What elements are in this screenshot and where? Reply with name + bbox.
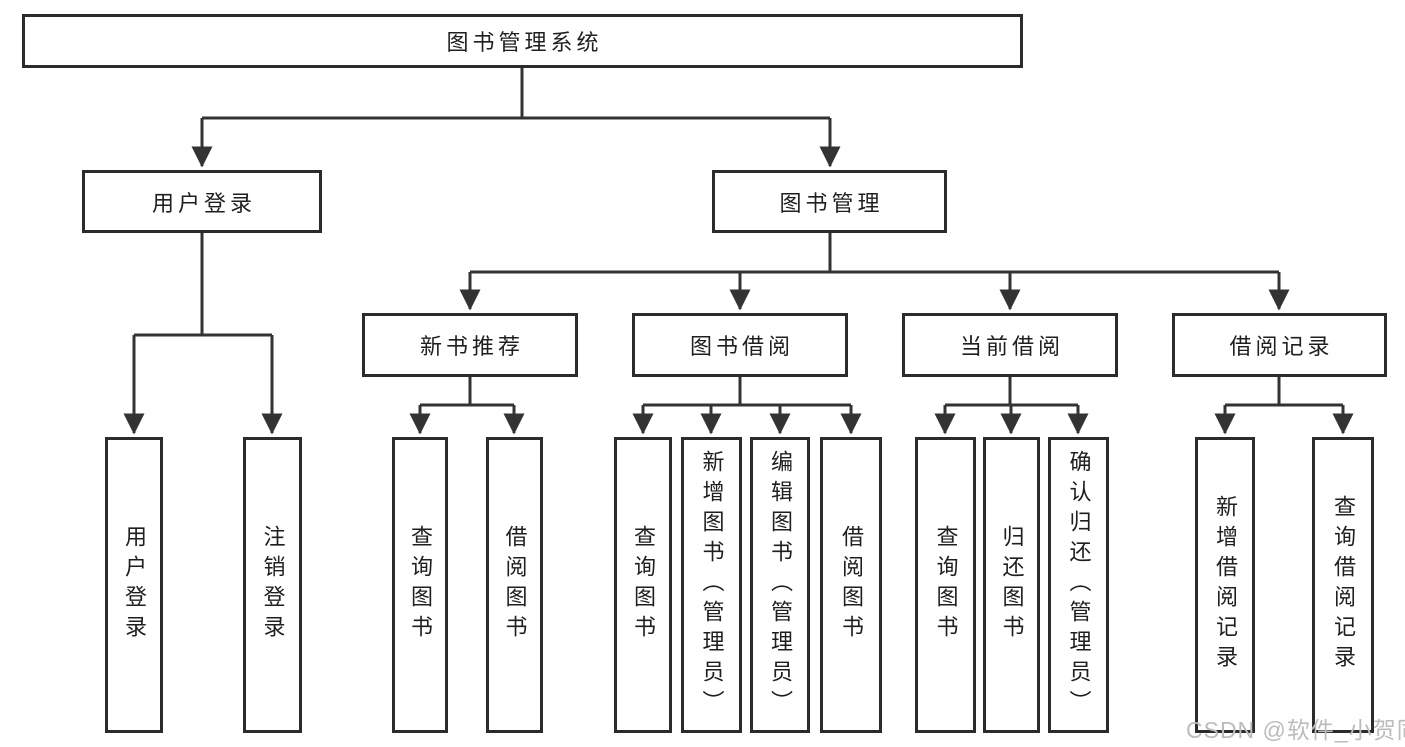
connector-book-management-trunk [470,233,1279,274]
leaf-br-query-record-label: 查询借阅记录 [1331,495,1356,675]
leaf-cb-return-books-label: 归还图书 [999,525,1025,645]
node-user-login: 用户登录 [82,170,322,233]
leaf-bb-query-books-label: 查询图书 [631,525,656,645]
leaf-user-login-label: 用户登录 [122,525,147,645]
leaf-br-add-record-label: 新增借阅记录 [1213,495,1238,675]
leaf-nb-borrow-books-label: 借阅图书 [502,525,528,645]
leaf-nb-borrow-books: 借阅图书 [486,437,543,733]
leaf-bb-edit-books-label: 编辑图书（管理员） [768,450,793,720]
node-current-borrow: 当前借阅 [902,313,1118,377]
connector-root-trunk [202,68,830,120]
connector-current-borrow-trunk [945,377,1078,407]
node-book-borrow: 图书借阅 [632,313,848,377]
leaf-br-add-record: 新增借阅记录 [1195,437,1255,733]
leaf-user-login: 用户登录 [105,437,163,733]
node-book-borrow-label: 图书借阅 [689,334,794,359]
node-user-login-label: 用户登录 [151,190,256,216]
connector-user-login-trunk [134,233,272,337]
connector-borrow-records-trunk [1225,377,1343,407]
leaf-cb-query-books: 查询图书 [915,437,976,733]
node-root: 图书管理系统 [22,14,1023,68]
node-book-management: 图书管理 [712,170,947,233]
node-new-book-recommend-label: 新书推荐 [419,334,524,359]
leaf-nb-query-books-label: 查询图书 [408,525,433,645]
node-borrow-records: 借阅记录 [1172,313,1387,377]
leaf-cb-confirm-return-label: 确认归还（管理员） [1066,450,1092,720]
node-current-borrow-label: 当前借阅 [959,334,1064,359]
leaf-bb-borrow-books-label: 借阅图书 [839,525,864,645]
leaf-cb-query-books-label: 查询图书 [933,525,959,645]
connector-new-book-trunk [420,377,514,407]
leaf-bb-add-books-label: 新增图书（管理员） [699,450,725,720]
leaf-bb-borrow-books: 借阅图书 [820,437,882,733]
leaf-bb-add-books: 新增图书（管理员） [681,437,742,733]
leaf-bb-edit-books: 编辑图书（管理员） [750,437,810,733]
leaf-br-query-record: 查询借阅记录 [1312,437,1374,733]
leaf-cb-confirm-return: 确认归还（管理员） [1048,437,1109,733]
leaf-logout: 注销登录 [243,437,302,733]
connector-book-borrow-trunk [643,377,851,407]
node-borrow-records-label: 借阅记录 [1229,334,1334,359]
csdn-watermark: CSDN @软件_小贺同学 [1186,717,1405,743]
leaf-logout-label: 注销登录 [260,525,286,645]
leaf-bb-query-books: 查询图书 [614,437,672,733]
node-root-label: 图书管理系统 [446,30,603,55]
node-book-management-label: 图书管理 [779,190,884,216]
leaf-cb-return-books: 归还图书 [983,437,1040,733]
leaf-nb-query-books: 查询图书 [392,437,448,733]
node-new-book-recommend: 新书推荐 [362,313,578,377]
